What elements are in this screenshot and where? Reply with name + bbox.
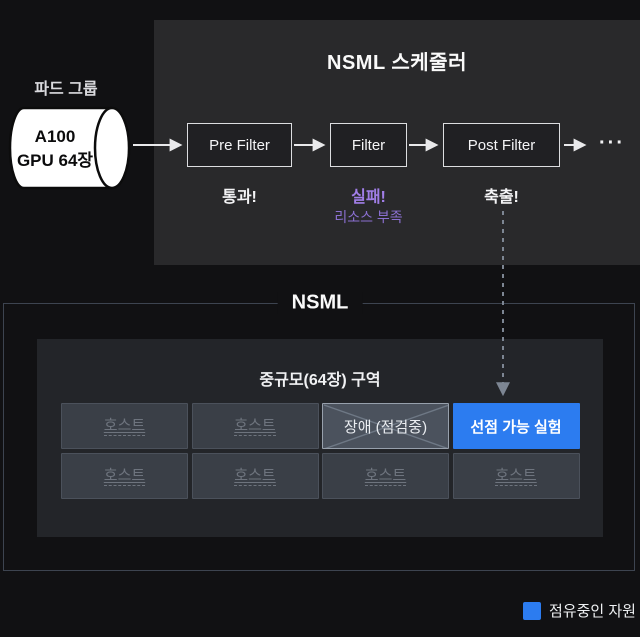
stage-pre-filter-label: Pre Filter xyxy=(209,136,270,154)
zone-title: 중규모(64장) 구역 xyxy=(259,372,381,389)
host-label: 호스트 xyxy=(103,466,146,486)
result-evict: 축출! xyxy=(484,189,519,206)
host-label: 호스트 xyxy=(234,466,276,486)
occupied-resource-swatch-icon xyxy=(523,601,541,620)
stage-pre-filter: Pre Filter xyxy=(187,123,292,167)
cylinder-icon xyxy=(8,106,131,190)
fault-host-cell: 장애 (점검중) xyxy=(322,403,449,449)
scheduler-title: NSML 스케줄러 xyxy=(327,52,467,74)
stage-post-filter: Post Filter xyxy=(443,123,560,167)
host-label: 호스트 xyxy=(364,466,407,486)
stage-filter-label: Filter xyxy=(351,136,386,154)
result-pass: 통과! xyxy=(222,189,257,206)
cylinder-text: A100 GPU 64장 xyxy=(6,125,104,173)
result-fail: 실패! xyxy=(351,189,386,206)
pod-group-label: 파드 그룹 xyxy=(34,81,98,98)
preemptible-experiment-cell: 선점 가능 실험 xyxy=(452,403,580,449)
host-label: 호스트 xyxy=(234,416,276,436)
cylinder-line2: GPU 64장 xyxy=(16,151,94,170)
host-cell: 호스트 xyxy=(191,403,319,449)
host-grid: 호스트 호스트 장애 (점검중) 선점 가능 실험 호스트 호스트 호스트 호스… xyxy=(61,403,580,499)
nsml-section-title: NSML xyxy=(277,291,363,315)
result-fail-note: 리소스 부족 xyxy=(334,209,403,225)
host-label: 호스트 xyxy=(495,466,537,486)
preemptible-label: 선점 가능 실험 xyxy=(470,418,562,436)
host-cell: 호스트 xyxy=(61,403,188,449)
crossed-out-icon xyxy=(323,404,448,448)
stage-post-filter-label: Post Filter xyxy=(467,136,536,154)
stage-filter: Filter xyxy=(330,123,407,167)
host-cell: 호스트 xyxy=(322,453,449,499)
legend: 점유중인 자원 xyxy=(523,600,636,621)
host-cell: 호스트 xyxy=(61,453,188,499)
legend-label: 점유중인 자원 xyxy=(549,603,636,620)
host-cell: 호스트 xyxy=(191,453,319,499)
host-cell: 호스트 xyxy=(452,453,580,499)
fault-label: 장애 (점검중) xyxy=(343,418,428,436)
cylinder-line1: A100 xyxy=(34,127,76,146)
host-label: 호스트 xyxy=(103,416,146,436)
pipeline-ellipsis: ··· xyxy=(599,132,625,154)
